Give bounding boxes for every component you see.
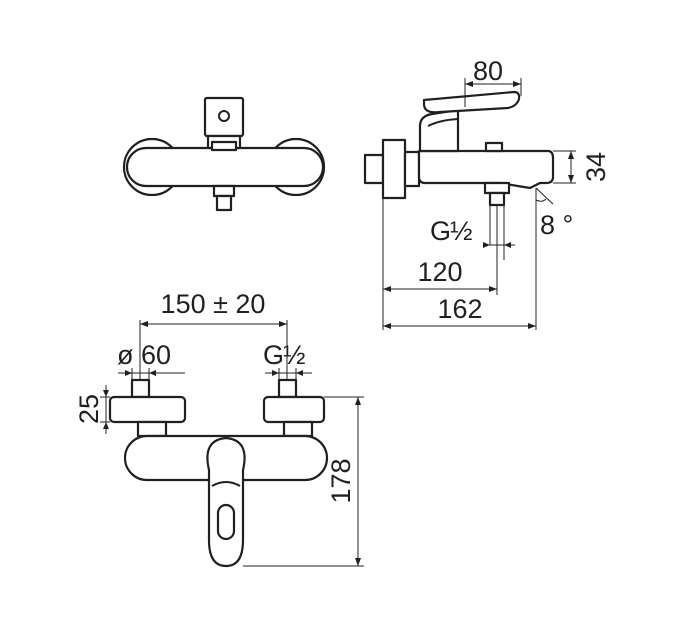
top-spout-nut (212, 184, 236, 198)
side-handle-stem (418, 108, 460, 153)
side-view: 80 34 8 ° G ½ 120 162 (363, 56, 611, 330)
front-left-escutcheon (108, 395, 187, 424)
dim-34-label: 34 (581, 152, 611, 182)
front-lever (206, 436, 246, 568)
side-wall-cap (363, 153, 385, 185)
front-left-inlet (130, 378, 151, 399)
side-handle-lever (422, 90, 521, 114)
side-wall-flange (381, 138, 407, 200)
angle-arc (535, 198, 547, 202)
front-view: 150 ± 20 ø 60 G ½ 25 178 (74, 289, 364, 568)
front-g-label: G (263, 340, 284, 370)
top-handle (203, 96, 245, 138)
dim-80-label: 80 (473, 56, 503, 86)
angle-label: 8 ° (540, 210, 573, 240)
front-fraction-label: ½ (283, 340, 306, 370)
inlet-g-label: G (430, 216, 451, 246)
top-handle-marker (218, 110, 230, 122)
diameter-label: ø 60 (117, 340, 171, 370)
top-cartridge (210, 140, 238, 152)
front-spout (216, 503, 236, 541)
front-lever-line (211, 481, 241, 487)
top-spout-outlet (215, 194, 233, 212)
side-handle-line (427, 118, 459, 127)
front-right-nut (282, 420, 314, 438)
dim-178-label: 178 (326, 458, 356, 503)
side-diverter-knob (484, 141, 504, 153)
front-right-inlet (277, 378, 298, 399)
top-body (125, 146, 325, 188)
side-outlet (488, 191, 506, 207)
front-left-nut (136, 420, 168, 438)
angle-slant (535, 187, 554, 205)
dim-120-label: 120 (417, 257, 462, 287)
side-body (417, 149, 555, 190)
dim-25-label: 25 (74, 394, 104, 424)
side-outlet-nut (483, 181, 511, 195)
front-right-escutcheon (262, 395, 326, 424)
top-view (122, 96, 326, 212)
inlet-fraction-label: ½ (450, 216, 473, 246)
dim-162-label: 162 (437, 294, 482, 324)
dim-150-label: 150 ± 20 (161, 289, 266, 319)
side-wall-nut (403, 150, 421, 188)
